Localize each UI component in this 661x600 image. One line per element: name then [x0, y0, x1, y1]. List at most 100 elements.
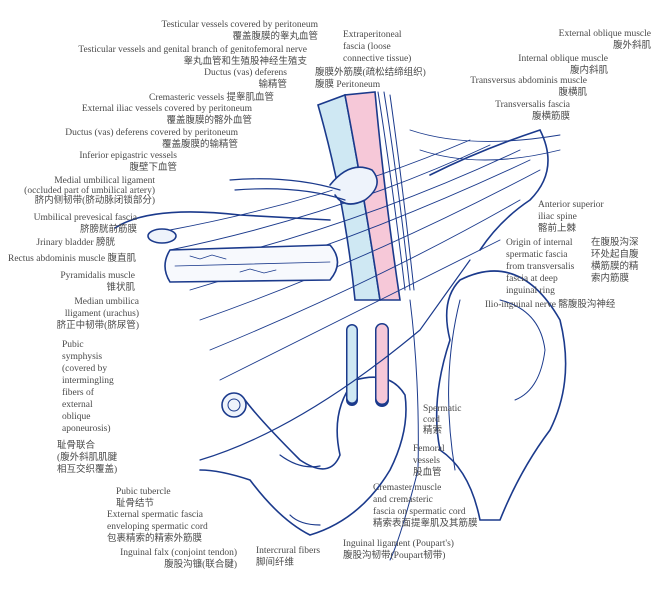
label-cn: (腹外斜肌肌腱 [57, 453, 118, 463]
label-cn: 腹内斜肌 [569, 66, 608, 76]
label-cn: 在腹股沟深 [591, 238, 639, 248]
label-en: Ductus (vas) deferens covered by periton… [65, 128, 238, 138]
label-en: Jrinary bladder 膀胱 [36, 238, 115, 248]
label-en: Umbilical prevesical fascia [33, 213, 137, 223]
label-en: Rectus abdominis muscle 腹直肌 [8, 254, 136, 264]
label-cn: 脐内侧韧带(脐动脉闭锁部分) [34, 196, 155, 206]
label-external-spermatic-fascia: External spermatic fascia enveloping sper… [107, 509, 208, 545]
label-cn: 腹股沟韧带(Poupart韧带) [343, 551, 446, 561]
oblique-muscle-fibres [169, 129, 561, 381]
label-en: Pyramidalis muscle [60, 271, 135, 281]
label-cn: 腹膜外筋膜(疏松结缔组织) [315, 68, 426, 78]
label-en: symphysis [62, 352, 103, 362]
label-en: aponeurosis) [62, 424, 111, 434]
label-cn: 耻骨结节 [116, 499, 155, 509]
label-testicular-genital-branch: Testicular vessels and genital branch of… [78, 44, 307, 68]
label-cn: 腹横筋膜 [531, 112, 570, 122]
label-en: vessels [413, 456, 440, 466]
label-inguinal-ligament: Inguinal ligament (Poupart's) 腹股沟韧带(Poupa… [343, 538, 454, 562]
label-en: External iliac vessels covered by perito… [81, 104, 252, 114]
label-cn: 覆盖腹膜的髂外血管 [166, 116, 252, 126]
label-cn: 耻骨联合 [57, 441, 96, 451]
label-pubic-tubercle: Pubic tubercle 耻骨结节 [116, 486, 171, 510]
label-en: Testicular vessels covered by peritoneum [161, 20, 318, 30]
label-en: Median umbilica [74, 297, 139, 307]
label-cn: 脚间纤维 [256, 558, 295, 568]
label-transversus-abdominis: Transversus abdominis muscle 腹横肌 [470, 75, 587, 99]
label-en: Transversalis fascia [495, 100, 570, 110]
label-inguinal-falx: Inguinal falx (conjoint tendon)腹股沟镰(联合腱) [120, 547, 237, 571]
label-testicular-vessels-peritoneum: Testicular vessels covered by peritoneum… [161, 19, 318, 43]
label-en: from transversalis [506, 262, 575, 272]
label-en: Internal oblique muscle [518, 54, 608, 64]
label-en: Intercrural fibers [256, 546, 321, 556]
label-en: iliac spine [538, 212, 577, 222]
vas-deferens-loop [329, 166, 378, 205]
label-en: Pubic [62, 340, 84, 350]
label-peritoneum: 腹膜 Peritoneum [315, 80, 381, 90]
label-pubic-symphysis-cn: 耻骨联合 (腹外斜肌肌腱 相互交织覆盖) [57, 440, 117, 476]
iliac-crest [429, 129, 549, 251]
label-en: enveloping spermatic cord [107, 522, 208, 532]
hip-bone-outline [435, 270, 567, 521]
label-cn: 环处起自腹 [591, 250, 639, 260]
label-cn: 精索 [423, 426, 443, 436]
label-en: Origin of internal [506, 238, 573, 248]
label-umbilical-prevesical: Umbilical prevesical fascia 脐膀胱前筋膜 [34, 212, 137, 236]
label-en: Pubic tubercle [116, 487, 171, 497]
label-origin-internal-spermatic-fascia: Origin of internal spermatic fascia from… [506, 237, 574, 297]
label-cn: 腹壁下血管 [129, 163, 177, 173]
label-cn: 腹股沟镰(联合腱) [164, 560, 237, 570]
label-cn: 髂前上棘 [538, 224, 577, 234]
label-cn: 睾丸血管和生殖股神经生殖支 [183, 57, 307, 67]
bladder-outline [147, 228, 177, 244]
label-en: fascia at deep [506, 274, 558, 284]
umbilical-prevesical-fascia [114, 211, 331, 229]
label-en: inguinal ring [506, 286, 555, 296]
spermatic-cord-section [221, 392, 247, 418]
label-origin-internal-cn: 在腹股沟深 环处起自腹 横筋膜的精 索内筋膜 [591, 237, 639, 285]
label-en: External spermatic fascia [107, 510, 204, 520]
label-en: (occluded part of umbilical artery) [24, 186, 155, 196]
label-en: and cremasteric [373, 495, 433, 505]
label-en: fascia on spermatic cord [373, 507, 466, 517]
label-cremasteric-vessels: Cremasteric vessels 提睾肌血管 [149, 92, 274, 104]
label-ilio-inguinal-nerve: Ilio-inguinal nerve 髂腹股沟神经 [485, 299, 615, 311]
label-cn: 包裹精索的精索外筋膜 [107, 534, 203, 544]
label-en: Inferior epigastric vessels [79, 151, 177, 161]
label-en: Testicular vessels and genital branch of… [78, 45, 307, 55]
label-en: Inguinal ligament (Poupart's) [343, 539, 454, 549]
inguinal-ligament [199, 259, 471, 461]
label-cn: 精索表面提睾肌及其筋膜 [373, 519, 478, 529]
label-pubic-symphysis: Pubic symphysis (covered by interminglin… [62, 339, 114, 435]
label-intercrural-fibers: Intercrural fibers 脚间纤维 [256, 545, 320, 569]
label-cn: 股血管 [413, 468, 442, 478]
label-en: Ilio-inguinal nerve 髂腹股沟神经 [485, 300, 616, 310]
label-en: Medial umbilical ligament [54, 176, 155, 186]
label-cn: 覆盖腹膜的输精管 [161, 140, 238, 150]
label-external-iliac: External iliac vessels covered by perito… [82, 103, 252, 127]
label-rectus-abdominis: Rectus abdominis muscle 腹直肌 [8, 253, 136, 265]
label-femoral-vessels: Femoral vessels 股血管 [413, 443, 445, 479]
label-cn: 脐膀胱前筋膜 [79, 225, 137, 235]
label-en: intermingling [62, 376, 114, 386]
label-medial-umbilical: Medial umbilical ligament(occluded part … [24, 176, 155, 206]
label-en: Transversus abdominis muscle [470, 76, 587, 86]
label-cn: 索内筋膜 [591, 274, 630, 284]
label-cn: 输精管 [258, 80, 287, 90]
label-en: Femoral [413, 444, 445, 454]
label-cn: 腹横肌 [558, 88, 587, 98]
label-en: external [62, 400, 93, 410]
label-ductus-peritoneum: Ductus (vas) deferens covered by periton… [65, 127, 238, 151]
label-en: fibers of [62, 388, 94, 398]
label-internal-oblique: Internal oblique muscle 腹内斜肌 [518, 53, 608, 77]
label-en: Anterior superior [538, 200, 604, 210]
